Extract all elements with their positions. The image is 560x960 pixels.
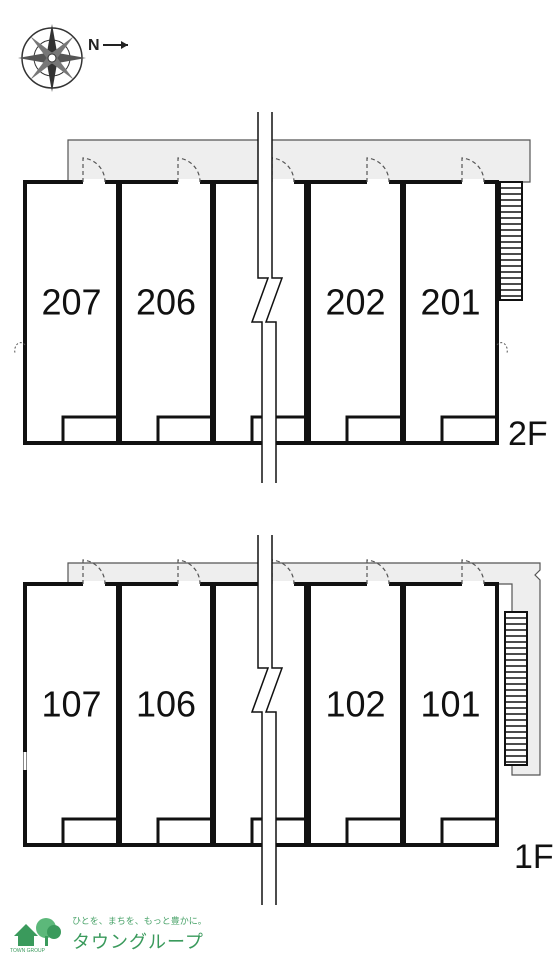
unit-room [23, 582, 120, 847]
floor-label-1f: 1F [514, 838, 554, 876]
balcony-notch [250, 817, 306, 845]
door-swing-icon [82, 157, 106, 183]
brand-logo: ひとを、まちを、もっと豊かに。 タウングループ TOWN GROUP [8, 908, 268, 956]
unit-number-207: 207 [41, 282, 101, 323]
balcony-notch [156, 415, 212, 443]
unit-room [402, 582, 499, 847]
door-gap [462, 179, 484, 185]
compass-north-label: N [88, 37, 100, 54]
door-swing-icon [177, 157, 201, 183]
unit-number-107: 107 [41, 684, 101, 725]
balcony-notch [61, 817, 118, 845]
floor-1f: 107 106 102 101 [23, 535, 541, 905]
break-mark-fill [252, 535, 282, 905]
balcony-notch [345, 817, 402, 845]
door-gap [83, 581, 105, 587]
unit-number-202: 202 [325, 282, 385, 323]
unit-number-101: 101 [420, 684, 480, 725]
door-gap [272, 581, 294, 587]
balcony-notch [345, 415, 402, 443]
door-gap [367, 581, 389, 587]
unit-room [402, 180, 499, 445]
door-swing-icon [461, 157, 485, 183]
unit-room [307, 582, 404, 847]
door-gap [462, 581, 484, 587]
door-gap [83, 179, 105, 185]
compass-rose-icon [18, 24, 86, 92]
break-mark-line [264, 535, 284, 905]
door-swing-icon [82, 559, 106, 585]
break-mark-line [264, 112, 284, 483]
brand-name: タウングループ [72, 932, 204, 953]
unit-number-206: 206 [136, 282, 196, 323]
unit-number-102: 102 [325, 684, 385, 725]
door-gap [272, 179, 294, 185]
balcony-notch [156, 817, 212, 845]
door-swing-icon [366, 157, 390, 183]
break-mark-fill [252, 112, 282, 483]
door-gap [178, 581, 200, 587]
balcony-notch [250, 415, 306, 443]
house-tree-logo-icon [14, 918, 61, 946]
door-gap [367, 179, 389, 185]
break-mark-line [250, 535, 270, 905]
unit-number-106: 106 [136, 684, 196, 725]
unit-number-201: 201 [420, 282, 480, 323]
floor-label-2f: 2F [508, 415, 548, 453]
balcony-notch [440, 415, 497, 443]
window-icon [14, 342, 26, 354]
corridor [67, 139, 531, 183]
door-swing-icon [461, 559, 485, 585]
balcony-notch [61, 415, 118, 443]
brand-tagline: ひとを、まちを、もっと豊かに。 [72, 917, 207, 927]
brand-sub: TOWN GROUP [10, 948, 45, 954]
door-gap [178, 179, 200, 185]
floor-2f: 207 206 202 201 [14, 112, 531, 483]
door-swing-icon [366, 559, 390, 585]
balcony-notch [440, 817, 497, 845]
unit-room [118, 180, 214, 445]
staircase [504, 611, 528, 766]
door-swing-icon [177, 559, 201, 585]
window-icon [496, 342, 508, 354]
break-mark-line [250, 112, 270, 483]
